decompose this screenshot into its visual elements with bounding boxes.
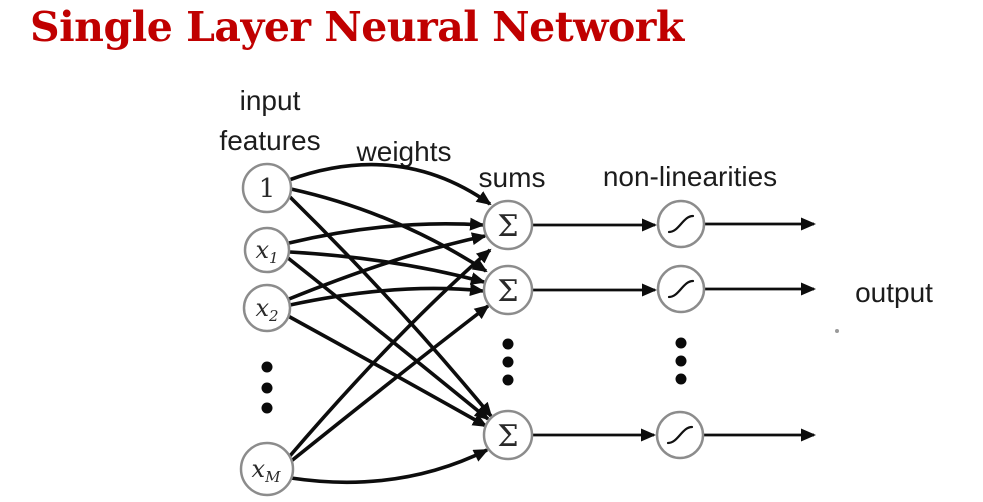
input-node-bias <box>241 162 293 214</box>
weight-edge <box>290 187 488 273</box>
input-node-x1 <box>243 226 291 274</box>
input-node-xM-label: xM <box>252 455 282 486</box>
dot <box>502 356 514 368</box>
dot <box>502 374 514 386</box>
input-node-xM <box>239 441 295 497</box>
label-output: output <box>855 277 933 308</box>
input-node-x2-label: x2 <box>255 294 278 325</box>
weight-edges <box>286 162 493 485</box>
dot <box>675 373 687 385</box>
sigmoid-curve-icon <box>666 425 694 445</box>
stray-mark <box>835 329 839 333</box>
weight-edge <box>288 162 492 206</box>
label-features: features <box>219 125 321 156</box>
node-labels: 1 x1 x2 xM Σ Σ Σ <box>252 174 519 486</box>
label-weights: weights <box>356 136 452 167</box>
input-node-x1-label: x1 <box>255 236 278 267</box>
ellipsis-sum-column <box>502 338 514 386</box>
weight-edge <box>287 314 488 428</box>
weight-edge <box>288 232 487 301</box>
dot <box>502 338 514 350</box>
dot <box>261 361 273 373</box>
weight-edge <box>288 217 485 245</box>
weight-edge <box>290 448 489 485</box>
label-sums: sums <box>478 162 546 193</box>
input-node-x2 <box>242 283 292 333</box>
label-non-linearities: non-linearities <box>602 161 778 192</box>
page-title: Single Layer Neural Network <box>30 3 684 51</box>
dot <box>261 382 273 394</box>
weight-edge <box>289 250 486 285</box>
weight-edge <box>288 195 493 418</box>
ellipsis-nonlinearity-column <box>675 337 687 385</box>
connector-arrows <box>532 217 816 442</box>
sum-node-3 <box>482 409 534 461</box>
sigmoid-curve-icon <box>667 279 695 299</box>
sum-node-1-label: Σ <box>497 209 518 244</box>
weight-edge <box>288 304 490 464</box>
label-input: input <box>239 85 301 116</box>
dot <box>261 402 273 414</box>
sum-node-1 <box>482 199 534 251</box>
dot <box>675 337 687 349</box>
input-node-bias-label: 1 <box>259 174 276 204</box>
sum-node-3-label: Σ <box>497 419 518 454</box>
weight-edge <box>287 248 492 459</box>
ellipsis-input-column <box>261 361 273 414</box>
weight-edge <box>289 283 485 307</box>
sum-node-2-label: Σ <box>497 274 518 309</box>
dot <box>675 355 687 367</box>
sum-node-2 <box>482 264 534 316</box>
weight-edge <box>286 256 490 421</box>
sigmoid-icons <box>666 214 695 445</box>
sigmoid-curve-icon <box>667 214 695 234</box>
